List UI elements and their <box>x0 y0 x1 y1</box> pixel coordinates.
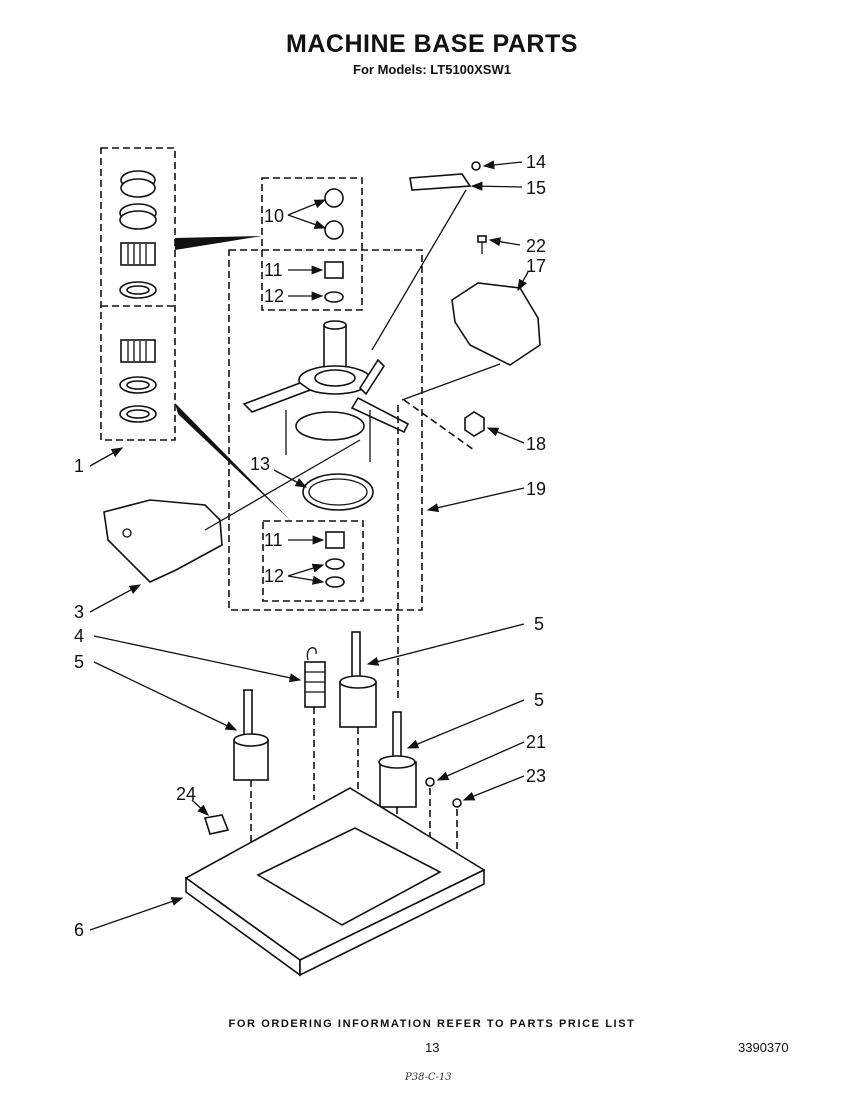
screw-21 <box>425 777 435 850</box>
callout-11-upper: 11 <box>264 260 283 280</box>
base-shield-right <box>451 282 541 366</box>
callout-22: 22 <box>526 236 546 256</box>
clip-24 <box>203 814 230 835</box>
nut-18 <box>464 411 485 437</box>
base-shield-left <box>103 499 223 583</box>
document-number: 3390370 <box>738 1040 789 1055</box>
callout-leaders <box>89 160 529 931</box>
callout-3: 3 <box>74 602 84 622</box>
callout-13: 13 <box>250 454 270 474</box>
drive-belt-ring <box>302 473 374 511</box>
callout-4: 4 <box>74 626 84 646</box>
bearing-kit-upper-parts <box>119 170 157 299</box>
damper-center <box>339 631 377 820</box>
callout-11-lower: 11 <box>264 530 283 550</box>
bracket-and-screw <box>371 161 481 351</box>
bearing-kit-lower-parts <box>119 339 157 423</box>
handwritten-note: P38-C-13 <box>405 1072 452 1083</box>
callout-1: 1 <box>74 456 84 476</box>
callout-labels: 1 3 4 5 5 5 6 10 11 12 11 12 13 14 15 17… <box>74 152 546 940</box>
callout-18: 18 <box>526 434 546 454</box>
page-title: MACHINE BASE PARTS <box>286 30 578 58</box>
nut-leader <box>403 399 475 451</box>
callout-15: 15 <box>526 178 546 198</box>
callout-12-lower: 12 <box>264 566 284 586</box>
callout-6: 6 <box>74 920 84 940</box>
ordering-note: FOR ORDERING INFORMATION REFER TO PARTS … <box>228 1018 636 1030</box>
damper-right <box>378 711 417 900</box>
callout-12-upper: 12 <box>264 286 284 306</box>
callout-5-left: 5 <box>74 652 84 672</box>
machine-base-plate <box>184 787 486 977</box>
upper-bearing-box <box>261 177 363 311</box>
callout-5-right: 5 <box>534 690 544 710</box>
callout-5-center: 5 <box>534 614 544 634</box>
callout-17: 17 <box>526 256 546 276</box>
bearing-kit-group <box>100 147 292 522</box>
screw-23 <box>452 798 462 852</box>
screw-22 <box>477 235 487 254</box>
lower-bearing-box <box>262 520 364 602</box>
callout-10: 10 <box>264 206 284 226</box>
spring-4 <box>304 647 326 800</box>
page-number: 13 <box>425 1040 440 1055</box>
callout-14: 14 <box>526 152 546 172</box>
callout-19: 19 <box>526 479 546 499</box>
model-subtitle: For Models: LT5100XSW1 <box>353 62 511 77</box>
callout-23: 23 <box>526 766 546 786</box>
transmission-support-box <box>228 249 423 611</box>
callout-24: 24 <box>176 784 196 804</box>
callout-21: 21 <box>526 732 546 752</box>
hub-spider-assembly <box>242 320 410 462</box>
